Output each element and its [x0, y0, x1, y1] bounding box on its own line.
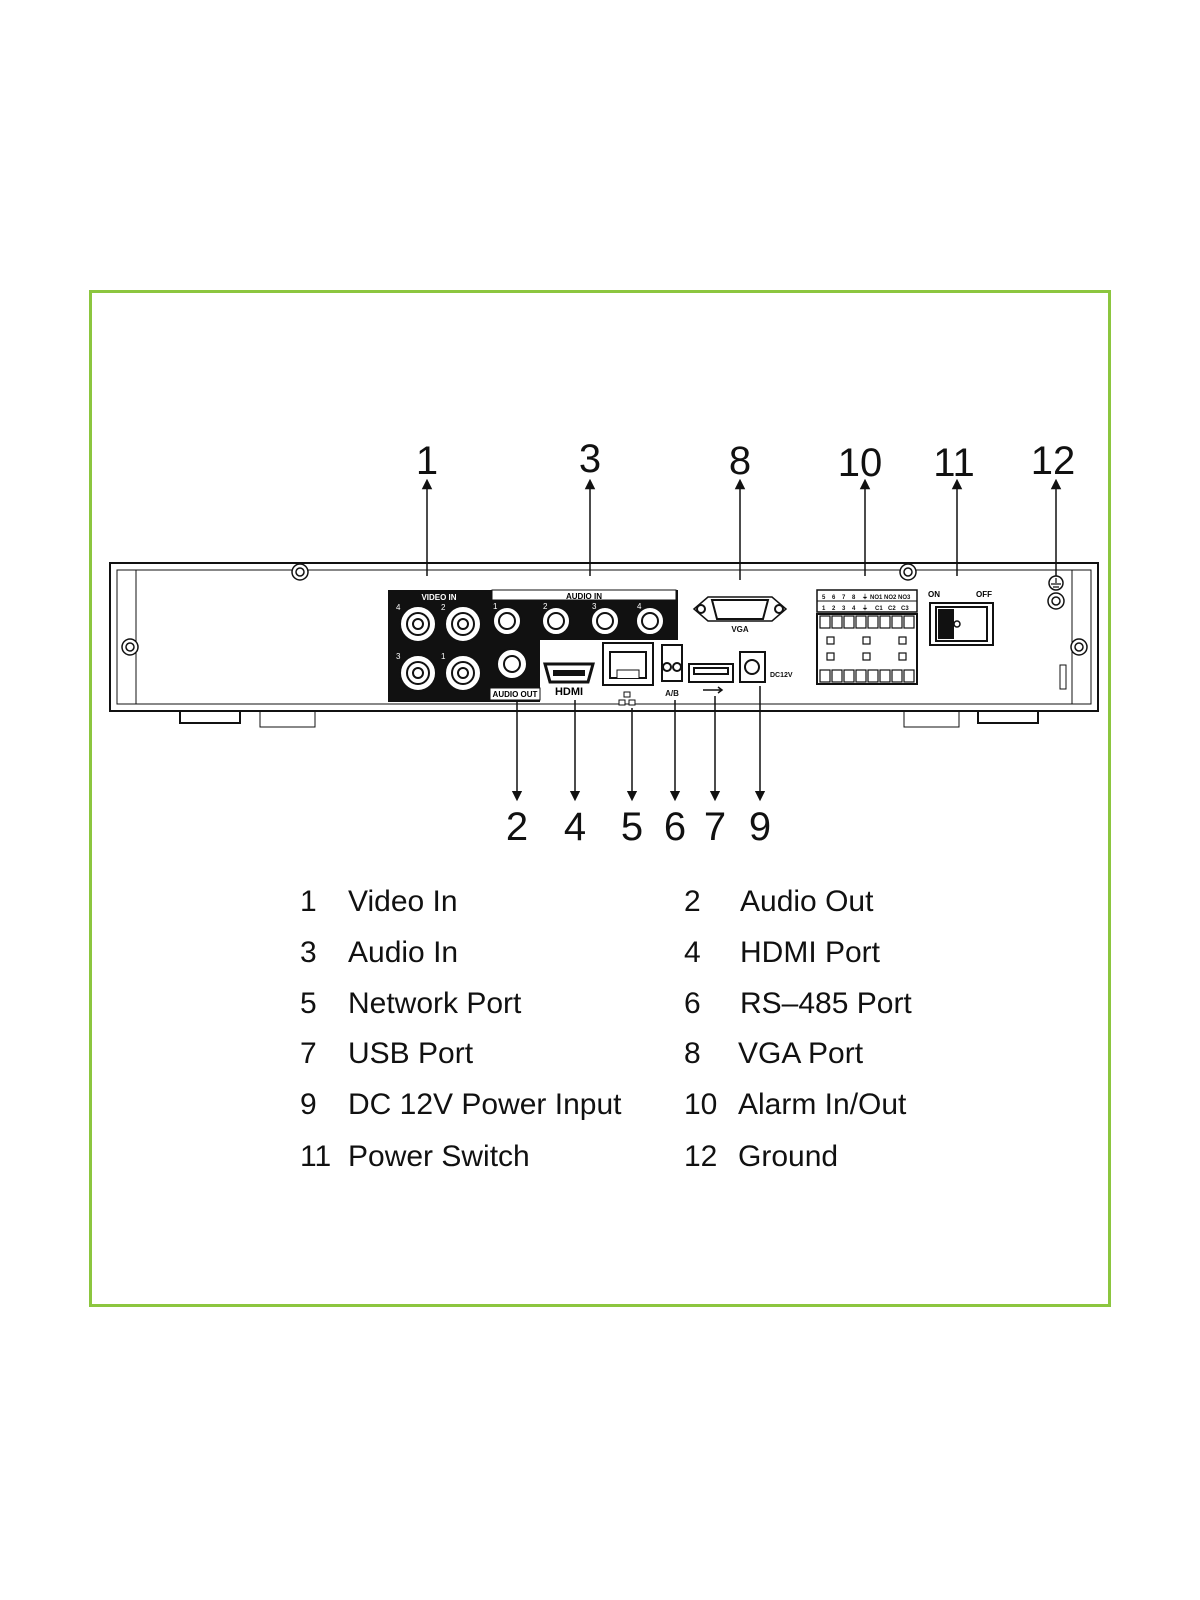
alarm-pin-label: 4	[852, 606, 856, 612]
video-ch-label: 4	[396, 603, 401, 612]
legend-label: Audio Out	[740, 885, 874, 918]
legend-number: 10	[684, 1088, 718, 1121]
legend-number: 4	[684, 936, 701, 969]
legend-label: HDMI Port	[740, 936, 881, 969]
audio-ch-label: 1	[493, 602, 498, 611]
rs485-port: A/B	[661, 644, 683, 698]
off-label: OFF	[976, 590, 992, 599]
ground-terminal	[1047, 575, 1067, 690]
power-switch: ON OFF	[928, 590, 994, 646]
alarm-pin-label: C1	[875, 606, 883, 612]
legend-number: 6	[684, 987, 701, 1020]
alarm-pin-label: NO1	[870, 595, 883, 601]
ground-icon	[1051, 578, 1061, 588]
legend-number: 8	[684, 1037, 701, 1070]
audio-out-port: AUDIO OUT	[489, 640, 541, 702]
legend-number: 9	[300, 1088, 317, 1121]
alarm-pin-label: 5	[822, 595, 826, 601]
callout-number: 11	[933, 441, 975, 485]
legend-label: DC 12V Power Input	[348, 1088, 622, 1121]
legend-label: Network Port	[348, 987, 522, 1020]
audio-in-block: AUDIO IN 1 2 3 4	[490, 589, 678, 640]
alarm-pin-label: 8	[852, 595, 856, 601]
alarm-pin-label: 7	[842, 595, 846, 601]
alarm-pin-label: ⏚	[862, 605, 868, 612]
audio-ch-label: 3	[592, 602, 597, 611]
legend-label: Ground	[738, 1140, 839, 1173]
audio-in-label: AUDIO IN	[566, 592, 602, 601]
hdmi-port: HDMI	[543, 662, 595, 698]
callout-number: 9	[749, 805, 771, 849]
alarm-pin-label: C2	[888, 606, 896, 612]
legend-label: Video In	[348, 885, 458, 918]
diagram-frame	[89, 290, 1111, 1307]
audio-out-label: AUDIO OUT	[493, 690, 538, 699]
legend-label: Audio In	[348, 936, 459, 969]
callout-number: 5	[621, 805, 643, 849]
audio-ch-label: 4	[637, 602, 642, 611]
callout-number: 1	[416, 439, 438, 483]
legend-label: RS–485 Port	[740, 987, 912, 1020]
legend-label: USB Port	[348, 1037, 474, 1070]
screw-icon	[121, 563, 1088, 656]
legend-number: 3	[300, 936, 317, 969]
alarm-terminal: 5 6 7 8 ⏚ NO1 NO2 NO3 1 2 3 4 ⏚ C1 C2 C3	[816, 589, 918, 685]
callout-number: 7	[704, 805, 726, 849]
usb-icon	[703, 686, 724, 694]
alarm-pin-label: NO2	[884, 595, 897, 601]
legend-number: 1	[300, 885, 317, 918]
callout-number: 6	[664, 805, 686, 849]
alarm-pin-label: 6	[832, 595, 836, 601]
vga-port: VGA	[692, 596, 788, 634]
alarm-pin-label: NO3	[898, 595, 911, 601]
legend-number: 7	[300, 1037, 317, 1070]
callout-number: 3	[579, 437, 601, 481]
callout-number: 2	[506, 805, 528, 849]
dc-power-port: DC12V	[739, 651, 793, 683]
video-in-label: VIDEO IN	[421, 593, 456, 602]
callout-number: 8	[729, 439, 751, 483]
network-icon	[618, 691, 636, 706]
on-label: ON	[928, 590, 940, 599]
audio-ch-label: 2	[543, 602, 548, 611]
alarm-pin-label: 2	[832, 606, 836, 612]
video-in-block: VIDEO IN 4 2 3 1	[388, 590, 490, 702]
legend-number: 11	[300, 1140, 332, 1173]
legend-label: Power Switch	[348, 1140, 530, 1173]
usb-port	[688, 663, 734, 694]
legend-number: 5	[300, 987, 317, 1020]
legend-number: 2	[684, 885, 701, 918]
ab-label: A/B	[665, 689, 679, 698]
callout-number: 12	[1031, 439, 1076, 483]
hdmi-label: HDMI	[555, 686, 583, 698]
video-ch-label: 3	[396, 652, 401, 661]
callout-number: 4	[564, 805, 586, 849]
video-ch-label: 1	[441, 652, 446, 661]
alarm-pin-label: 1	[822, 606, 826, 612]
legend-label: Alarm In/Out	[738, 1088, 907, 1121]
legend-number: 12	[684, 1140, 718, 1173]
alarm-pin-label: ⏚	[862, 594, 868, 601]
network-port	[602, 642, 654, 706]
callout-lines	[421, 478, 1062, 802]
dc12v-label: DC12V	[770, 672, 793, 679]
alarm-pin-label: C3	[901, 606, 909, 612]
vga-label: VGA	[731, 625, 749, 634]
alarm-pin-label: 3	[842, 606, 846, 612]
legend-label: VGA Port	[738, 1037, 864, 1070]
callout-number: 10	[838, 441, 883, 485]
video-ch-label: 2	[441, 603, 446, 612]
